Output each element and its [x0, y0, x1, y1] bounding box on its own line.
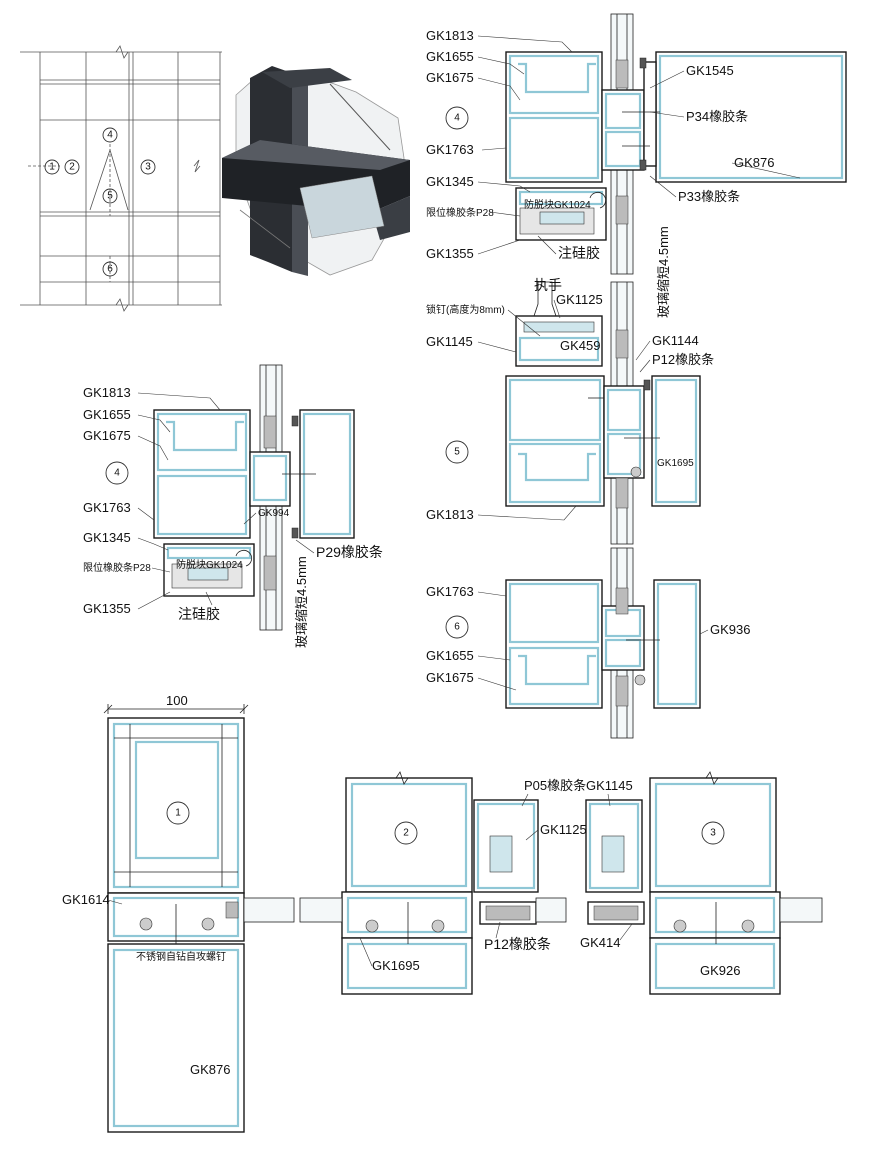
svg-text:P34橡胶条: P34橡胶条 [686, 109, 748, 124]
svg-text:GK1125: GK1125 [540, 822, 587, 837]
svg-text:P12橡胶条: P12橡胶条 [652, 352, 714, 367]
svg-text:GK1355: GK1355 [83, 601, 131, 616]
svg-text:玻璃缩短4.5mm: 玻璃缩短4.5mm [656, 226, 671, 318]
svg-text:GK1763: GK1763 [426, 584, 474, 599]
svg-text:GK1813: GK1813 [426, 28, 474, 43]
svg-text:5: 5 [454, 447, 460, 458]
svg-text:GK1675: GK1675 [426, 70, 474, 85]
svg-text:限位橡胶条P28: 限位橡胶条P28 [426, 206, 494, 219]
svg-text:GK1655: GK1655 [426, 648, 474, 663]
svg-text:1: 1 [49, 162, 55, 173]
svg-text:P29橡胶条: P29橡胶条 [316, 544, 383, 560]
svg-text:4: 4 [114, 468, 120, 479]
svg-text:GK1125: GK1125 [556, 292, 603, 307]
svg-text:GK876: GK876 [734, 155, 774, 170]
svg-text:注硅胶: 注硅胶 [178, 606, 220, 622]
svg-text:GK1345: GK1345 [426, 174, 474, 189]
svg-text:GK414: GK414 [580, 935, 620, 950]
section-1-labels: 100 1 GK1614 不锈钢自钻自攻螺钉 GK876 [62, 693, 230, 1077]
section-3-labels: GK1145 3 GK414 GK926 [580, 778, 740, 978]
svg-text:GK1144: GK1144 [652, 333, 699, 348]
section-4-right-labels: GK1813 GK1655 GK1675 GK1545 P34橡胶条 4 GK1… [426, 28, 801, 318]
svg-text:不锈钢自钻自攻螺钉: 不锈钢自钻自攻螺钉 [136, 950, 226, 963]
svg-text:GK1763: GK1763 [426, 142, 474, 157]
section-2-labels: 2 P05橡胶条 GK1125 GK1695 P12橡胶条 [359, 778, 587, 973]
section-1 [103, 704, 295, 1133]
svg-text:GK1813: GK1813 [83, 385, 131, 400]
section-5-labels: 执手 GK1125 锁钉(高度为8mm) GK1145 GK459 GK1144… [426, 277, 714, 522]
svg-text:限位橡胶条P28: 限位橡胶条P28 [83, 561, 151, 574]
section-3 [585, 771, 823, 995]
svg-text:GK1675: GK1675 [426, 670, 474, 685]
elevation-marks: 1 2 3 4 5 6 [44, 127, 156, 277]
svg-text:GK1145: GK1145 [586, 778, 633, 793]
section-6 [505, 547, 701, 739]
svg-text:GK994: GK994 [258, 508, 290, 519]
svg-text:GK1545: GK1545 [686, 63, 734, 78]
mullion-3d-render [222, 66, 410, 276]
elevation-grid [20, 45, 222, 312]
svg-text:GK1695: GK1695 [657, 458, 694, 469]
svg-text:GK1655: GK1655 [83, 407, 131, 422]
section-4-left [153, 364, 355, 631]
svg-text:1: 1 [175, 808, 181, 819]
svg-text:P33橡胶条: P33橡胶条 [678, 189, 740, 204]
section-6-labels: GK1763 GK936 6 GK1655 GK1675 [426, 584, 750, 691]
svg-text:GK1695: GK1695 [372, 958, 420, 973]
svg-text:GK1614: GK1614 [62, 892, 110, 907]
svg-text:6: 6 [107, 264, 113, 275]
svg-text:GK876: GK876 [190, 1062, 230, 1077]
svg-text:4: 4 [107, 130, 113, 141]
svg-text:2: 2 [69, 162, 75, 173]
svg-text:GK459: GK459 [560, 338, 600, 353]
svg-text:GK1675: GK1675 [83, 428, 131, 443]
svg-text:GK1355: GK1355 [426, 246, 474, 261]
svg-text:P05橡胶条: P05橡胶条 [524, 778, 586, 793]
svg-text:GK926: GK926 [700, 963, 740, 978]
svg-text:GK1145: GK1145 [426, 334, 473, 349]
svg-text:锁钉(高度为8mm): 锁钉(高度为8mm) [426, 303, 505, 316]
svg-text:GK936: GK936 [710, 622, 750, 637]
svg-text:GK1763: GK1763 [83, 500, 131, 515]
svg-text:2: 2 [403, 828, 409, 839]
svg-text:玻璃缩短4.5mm: 玻璃缩短4.5mm [294, 556, 309, 648]
section-2 [299, 771, 567, 995]
svg-text:3: 3 [710, 828, 716, 839]
svg-text:6: 6 [454, 622, 460, 633]
svg-text:100: 100 [166, 693, 188, 708]
svg-text:执手: 执手 [534, 277, 562, 293]
svg-text:GK1655: GK1655 [426, 49, 474, 64]
svg-text:GK1813: GK1813 [426, 507, 474, 522]
svg-text:防脱块GK1024: 防脱块GK1024 [176, 558, 243, 571]
svg-text:防脱块GK1024: 防脱块GK1024 [524, 198, 591, 211]
section-4-left-labels: GK1813 GK1655 GK1675 4 GK1763 GK994 GK13… [83, 385, 383, 648]
svg-text:4: 4 [454, 113, 460, 124]
svg-text:3: 3 [145, 162, 151, 173]
svg-text:5: 5 [107, 191, 113, 202]
svg-text:GK1345: GK1345 [83, 530, 131, 545]
section-5 [505, 281, 701, 545]
section-4-right [505, 13, 847, 275]
svg-text:注硅胶: 注硅胶 [558, 245, 600, 261]
svg-text:P12橡胶条: P12橡胶条 [484, 936, 551, 952]
